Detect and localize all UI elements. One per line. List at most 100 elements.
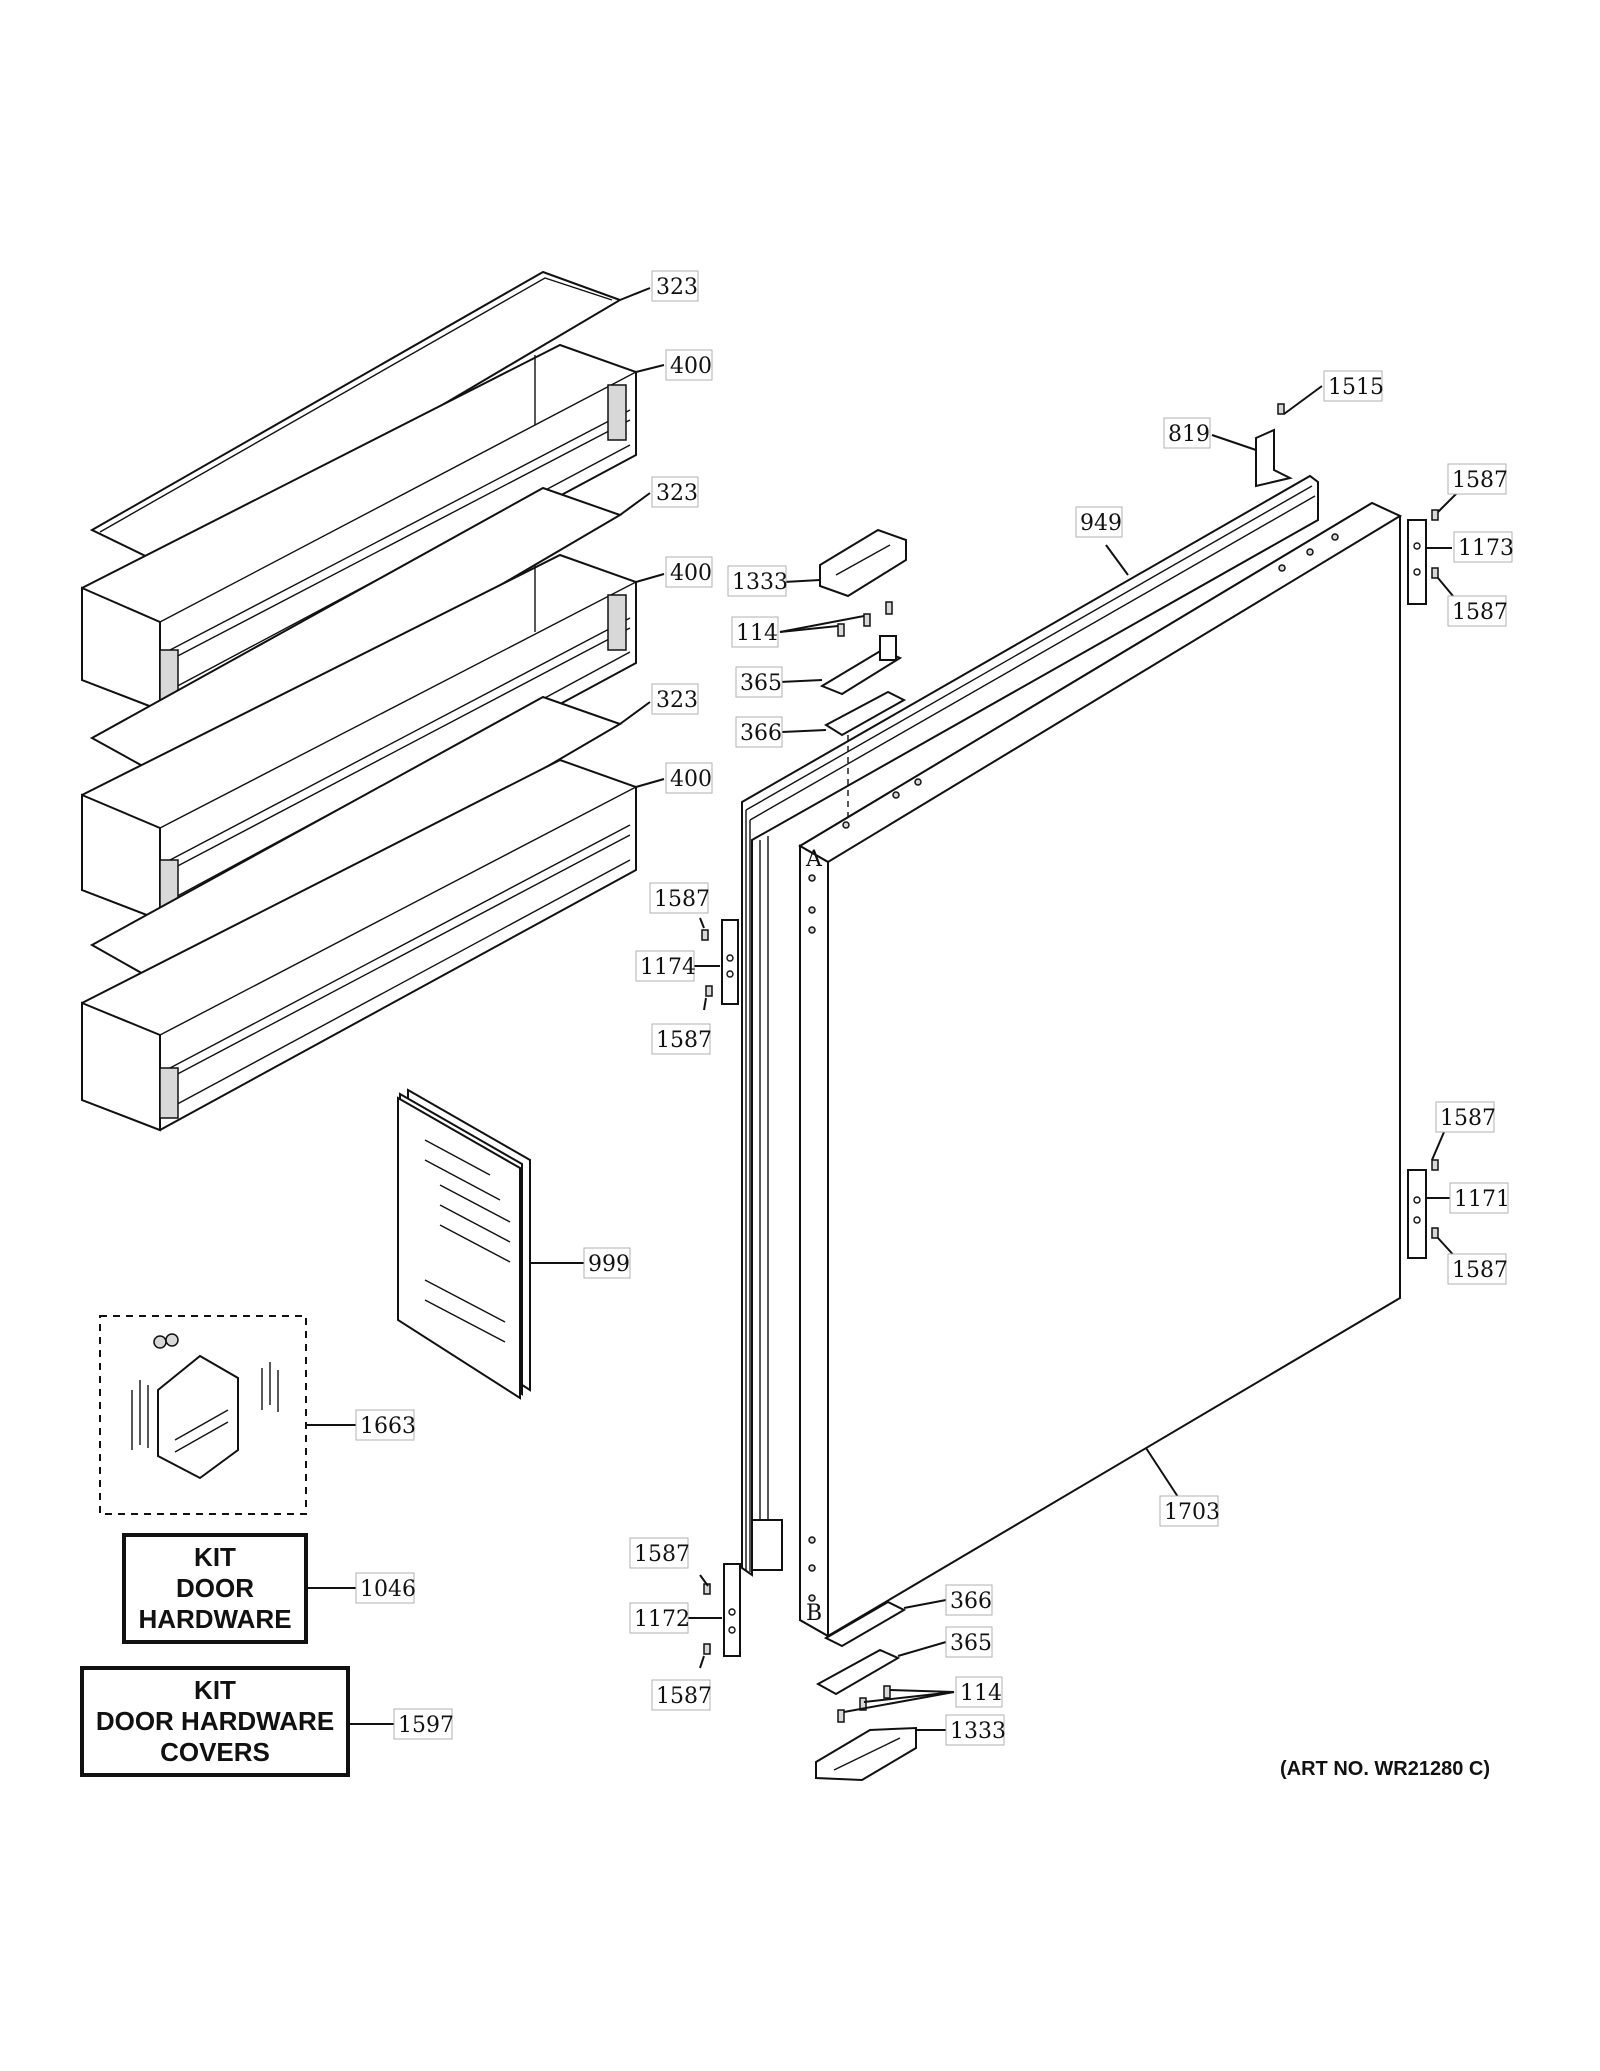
callout-400-c[interactable]: 400 <box>665 762 713 794</box>
callout-label: 1515 <box>1328 375 1384 400</box>
door-assembly: A B <box>741 474 1403 1638</box>
callout-1173[interactable]: 1173 <box>1453 531 1514 563</box>
callout-114-a[interactable]: 114 <box>731 616 779 648</box>
kit-line-3: HARDWARE <box>138 1604 291 1634</box>
callout-949[interactable]: 949 <box>1075 506 1123 538</box>
callout-323-a[interactable]: 323 <box>651 270 699 302</box>
callout-label: 1333 <box>732 570 788 595</box>
callout-1587-b[interactable]: 1587 <box>1447 595 1508 627</box>
hinge-1171 <box>1407 1159 1439 1259</box>
callout-1172[interactable]: 1172 <box>629 1602 690 1634</box>
callout-label: 1333 <box>950 1719 1006 1744</box>
callout-1597[interactable]: 1597 <box>393 1708 454 1740</box>
callout-1171[interactable]: 1171 <box>1449 1182 1510 1214</box>
hardware-kit-1663 <box>99 1315 307 1515</box>
callout-1587-a[interactable]: 1587 <box>1447 463 1508 495</box>
hinge-letter-bottom: B <box>806 1601 822 1626</box>
callout-label: 400 <box>670 561 712 586</box>
hinge-1174 <box>701 919 739 1005</box>
callout-1663[interactable]: 1663 <box>355 1409 416 1441</box>
callout-1587-f[interactable]: 1587 <box>1447 1253 1508 1285</box>
callout-label: 114 <box>960 1681 1002 1706</box>
callout-label: 365 <box>950 1631 992 1656</box>
callout-label: 1587 <box>1452 468 1508 493</box>
callout-label: 400 <box>670 354 712 379</box>
kit-line-2: DOOR <box>176 1573 254 1603</box>
callout-label: 1597 <box>398 1713 454 1738</box>
callout-label: 819 <box>1168 422 1210 447</box>
callout-label: 1173 <box>1458 536 1514 561</box>
callout-114-b[interactable]: 114 <box>955 1676 1003 1708</box>
bottom-hinge-bracket-1333 <box>815 1726 917 1782</box>
callout-1333-b[interactable]: 1333 <box>945 1714 1006 1746</box>
callout-label: 114 <box>736 621 778 646</box>
kit-door-hardware-covers-box[interactable]: KIT DOOR HARDWARE COVERS <box>80 1666 350 1777</box>
kit-line-1: KIT <box>194 1542 236 1572</box>
callout-1587-c[interactable]: 1587 <box>649 882 710 914</box>
screws-114-top <box>837 601 893 637</box>
callout-label: 1587 <box>634 1542 690 1567</box>
bottom-hinge-plate-365 <box>815 1648 901 1696</box>
callout-366-b[interactable]: 366 <box>945 1584 993 1616</box>
callout-label: 949 <box>1080 511 1122 536</box>
callout-365-a[interactable]: 365 <box>735 666 783 698</box>
callout-366-a[interactable]: 366 <box>735 716 783 748</box>
callout-label: 1587 <box>1452 1258 1508 1283</box>
callout-label: 1587 <box>656 1028 712 1053</box>
callout-365-b[interactable]: 365 <box>945 1626 993 1658</box>
bottom-shim-366 <box>823 1600 907 1648</box>
callout-label: 1174 <box>640 955 696 980</box>
callout-1515[interactable]: 1515 <box>1323 370 1384 402</box>
callout-819[interactable]: 819 <box>1163 417 1211 449</box>
top-hinge-plate-365 <box>819 635 903 696</box>
hinge-letter-top: A <box>805 847 823 872</box>
screws-114-bottom <box>837 1685 891 1723</box>
callout-1587-d[interactable]: 1587 <box>651 1023 712 1055</box>
callout-label: 1587 <box>1440 1106 1496 1131</box>
door-panel-1703: A B <box>798 501 1403 1638</box>
callout-label: 1703 <box>1164 1500 1220 1525</box>
callout-1703[interactable]: 1703 <box>1159 1495 1220 1527</box>
callout-label: 365 <box>740 671 782 696</box>
callout-label: 323 <box>656 481 698 506</box>
callout-label: 366 <box>950 1589 992 1614</box>
callout-label: 1663 <box>360 1414 416 1439</box>
door-bin-400-bottom <box>81 758 637 1132</box>
callout-1046[interactable]: 1046 <box>355 1572 416 1604</box>
top-hinge-pin-819 <box>1255 403 1293 488</box>
kit-covers-line-1: KIT <box>194 1675 236 1705</box>
callout-323-c[interactable]: 323 <box>651 683 699 715</box>
kit-door-hardware-box[interactable]: KIT DOOR HARDWARE <box>122 1533 308 1644</box>
callout-400-b[interactable]: 400 <box>665 556 713 588</box>
top-hinge-bracket-1333 <box>819 528 907 598</box>
art-number: (ART NO. WR21280 C) <box>1280 1758 1490 1780</box>
top-shim-366 <box>824 690 907 820</box>
door-bin-stack <box>81 270 637 1132</box>
callout-400-a[interactable]: 400 <box>665 349 713 381</box>
callout-1587-g[interactable]: 1587 <box>629 1537 690 1569</box>
callout-999[interactable]: 999 <box>583 1247 631 1279</box>
callout-1587-e[interactable]: 1587 <box>1435 1101 1496 1133</box>
manual-999 <box>397 1088 531 1400</box>
callout-1174[interactable]: 1174 <box>635 950 696 982</box>
callout-label: 1046 <box>360 1577 416 1602</box>
kit-covers-line-3: COVERS <box>160 1737 270 1767</box>
callout-1333-a[interactable]: 1333 <box>727 565 788 597</box>
hinge-1173 <box>1407 509 1439 605</box>
callout-label: 1587 <box>1452 600 1508 625</box>
callout-label: 323 <box>656 688 698 713</box>
callout-label: 400 <box>670 767 712 792</box>
callout-label: 1171 <box>1454 1187 1510 1212</box>
callout-label: 1587 <box>654 887 710 912</box>
kit-covers-line-2: DOOR HARDWARE <box>96 1706 334 1736</box>
door-gasket-949 <box>741 474 1319 1577</box>
callout-label: 323 <box>656 275 698 300</box>
hinge-1172 <box>703 1563 741 1657</box>
callout-label: 1587 <box>656 1684 712 1709</box>
callout-label: 999 <box>588 1252 630 1277</box>
callout-323-b[interactable]: 323 <box>651 476 699 508</box>
callout-label: 1172 <box>634 1607 690 1632</box>
callout-label: 366 <box>740 721 782 746</box>
callout-1587-h[interactable]: 1587 <box>651 1679 712 1711</box>
